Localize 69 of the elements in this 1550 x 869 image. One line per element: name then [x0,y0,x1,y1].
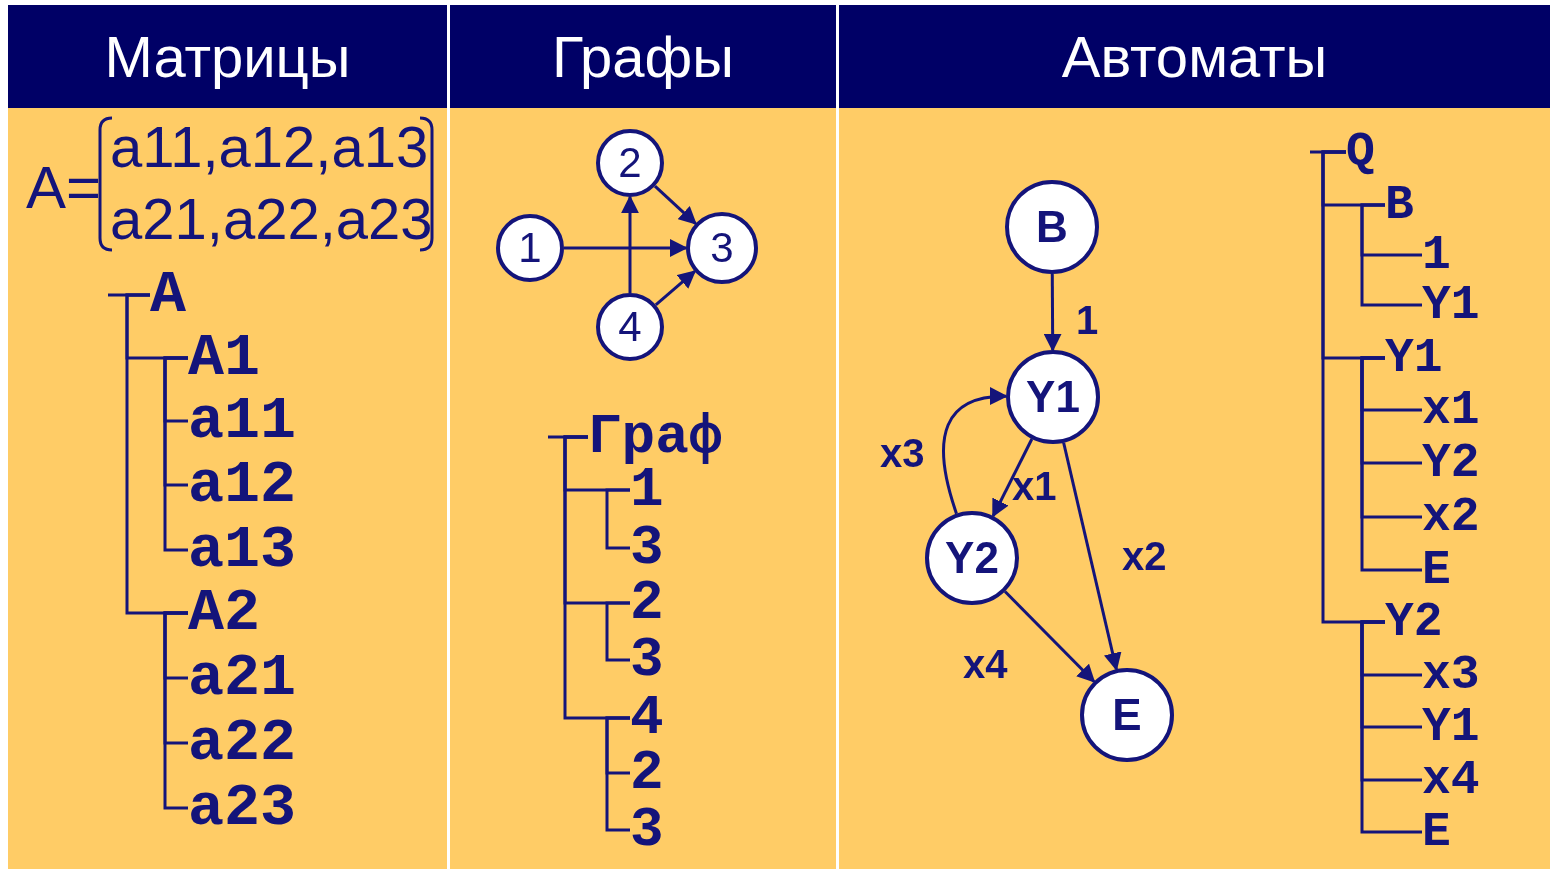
column-header: Графы [450,5,836,108]
tree-node-text: a23 [188,778,297,838]
tree-node-text: 3 [630,802,664,858]
tree-node-text: x1 [1422,386,1480,434]
tree-node-text: a13 [188,520,297,580]
vertex-circle: 4 [596,293,664,361]
tree-node-text: 3 [630,520,664,576]
state-circle: Y2 [925,511,1019,605]
vertex-circle: 2 [596,129,664,197]
tree-node-text: 3 [630,632,664,688]
tree-line [163,356,188,552]
edge-label: x1 [1012,466,1057,506]
edge-label: x4 [963,644,1008,684]
arrow [1043,274,1062,352]
tree-node-text: Y2 [1422,439,1480,487]
tree-node-text: A2 [188,583,260,643]
tree-node-text: 2 [630,745,664,801]
column-header: Автоматы [839,5,1550,108]
vertex-circle: 3 [686,212,758,284]
tree-node-text: a11 [188,391,297,451]
column-panel [450,5,836,869]
edge-label: 1 [1076,300,1099,340]
tree-node-text: x3 [1422,651,1480,699]
tree-node-text: E [1422,808,1451,856]
arrow [654,270,697,306]
tree-node-text: x2 [1422,493,1480,541]
arrow [1062,442,1122,671]
matrix-row: a21,a22,a23 [110,190,433,248]
edge-label: x2 [1122,536,1167,576]
tree-line [163,611,188,810]
vertex-circle: 1 [496,214,564,282]
tree-node-text: Y2 [1385,598,1443,646]
tree-node-text: A [150,265,186,325]
arrow [1003,590,1096,683]
tree-node-text: a21 [188,648,297,708]
tree-node-text: Q [1346,128,1375,176]
tree-node-text: A1 [188,328,260,388]
tree-line [605,601,630,662]
tree-node-text: Y1 [1385,334,1443,382]
arrow [991,438,1034,518]
tree-line [605,488,630,550]
matrix-row: a11,a12,a13 [110,118,429,176]
tree-node-text: 2 [630,575,664,631]
tree-node-text: Граф [588,409,723,465]
column-panel [839,5,1550,869]
state-circle: E [1080,668,1174,762]
edge-label: x3 [880,433,925,473]
arrow [942,388,1008,515]
tree-line [1360,356,1422,572]
tree-node-text: E [1422,546,1451,594]
tree-node-text: a22 [188,713,297,773]
tree-node-text: 1 [1422,231,1451,279]
arrow [621,195,639,293]
arrow [653,184,697,225]
tree-node-text: a12 [188,455,297,515]
tree-line [1360,620,1422,834]
tree-node-text: Y1 [1422,281,1480,329]
tree-line [1360,203,1422,307]
matrix-name: A= [26,158,102,218]
arrow [564,239,688,257]
column-header: Матрицы [8,5,447,108]
tree-node-text: Y1 [1422,703,1480,751]
tree-node-text: x4 [1422,756,1480,804]
state-circle: B [1005,180,1099,274]
tree-line [605,716,630,832]
column-panel [8,5,447,869]
tree-node-text: B [1385,181,1414,229]
state-circle: Y1 [1006,350,1100,444]
tree-node-text: 4 [630,690,664,746]
